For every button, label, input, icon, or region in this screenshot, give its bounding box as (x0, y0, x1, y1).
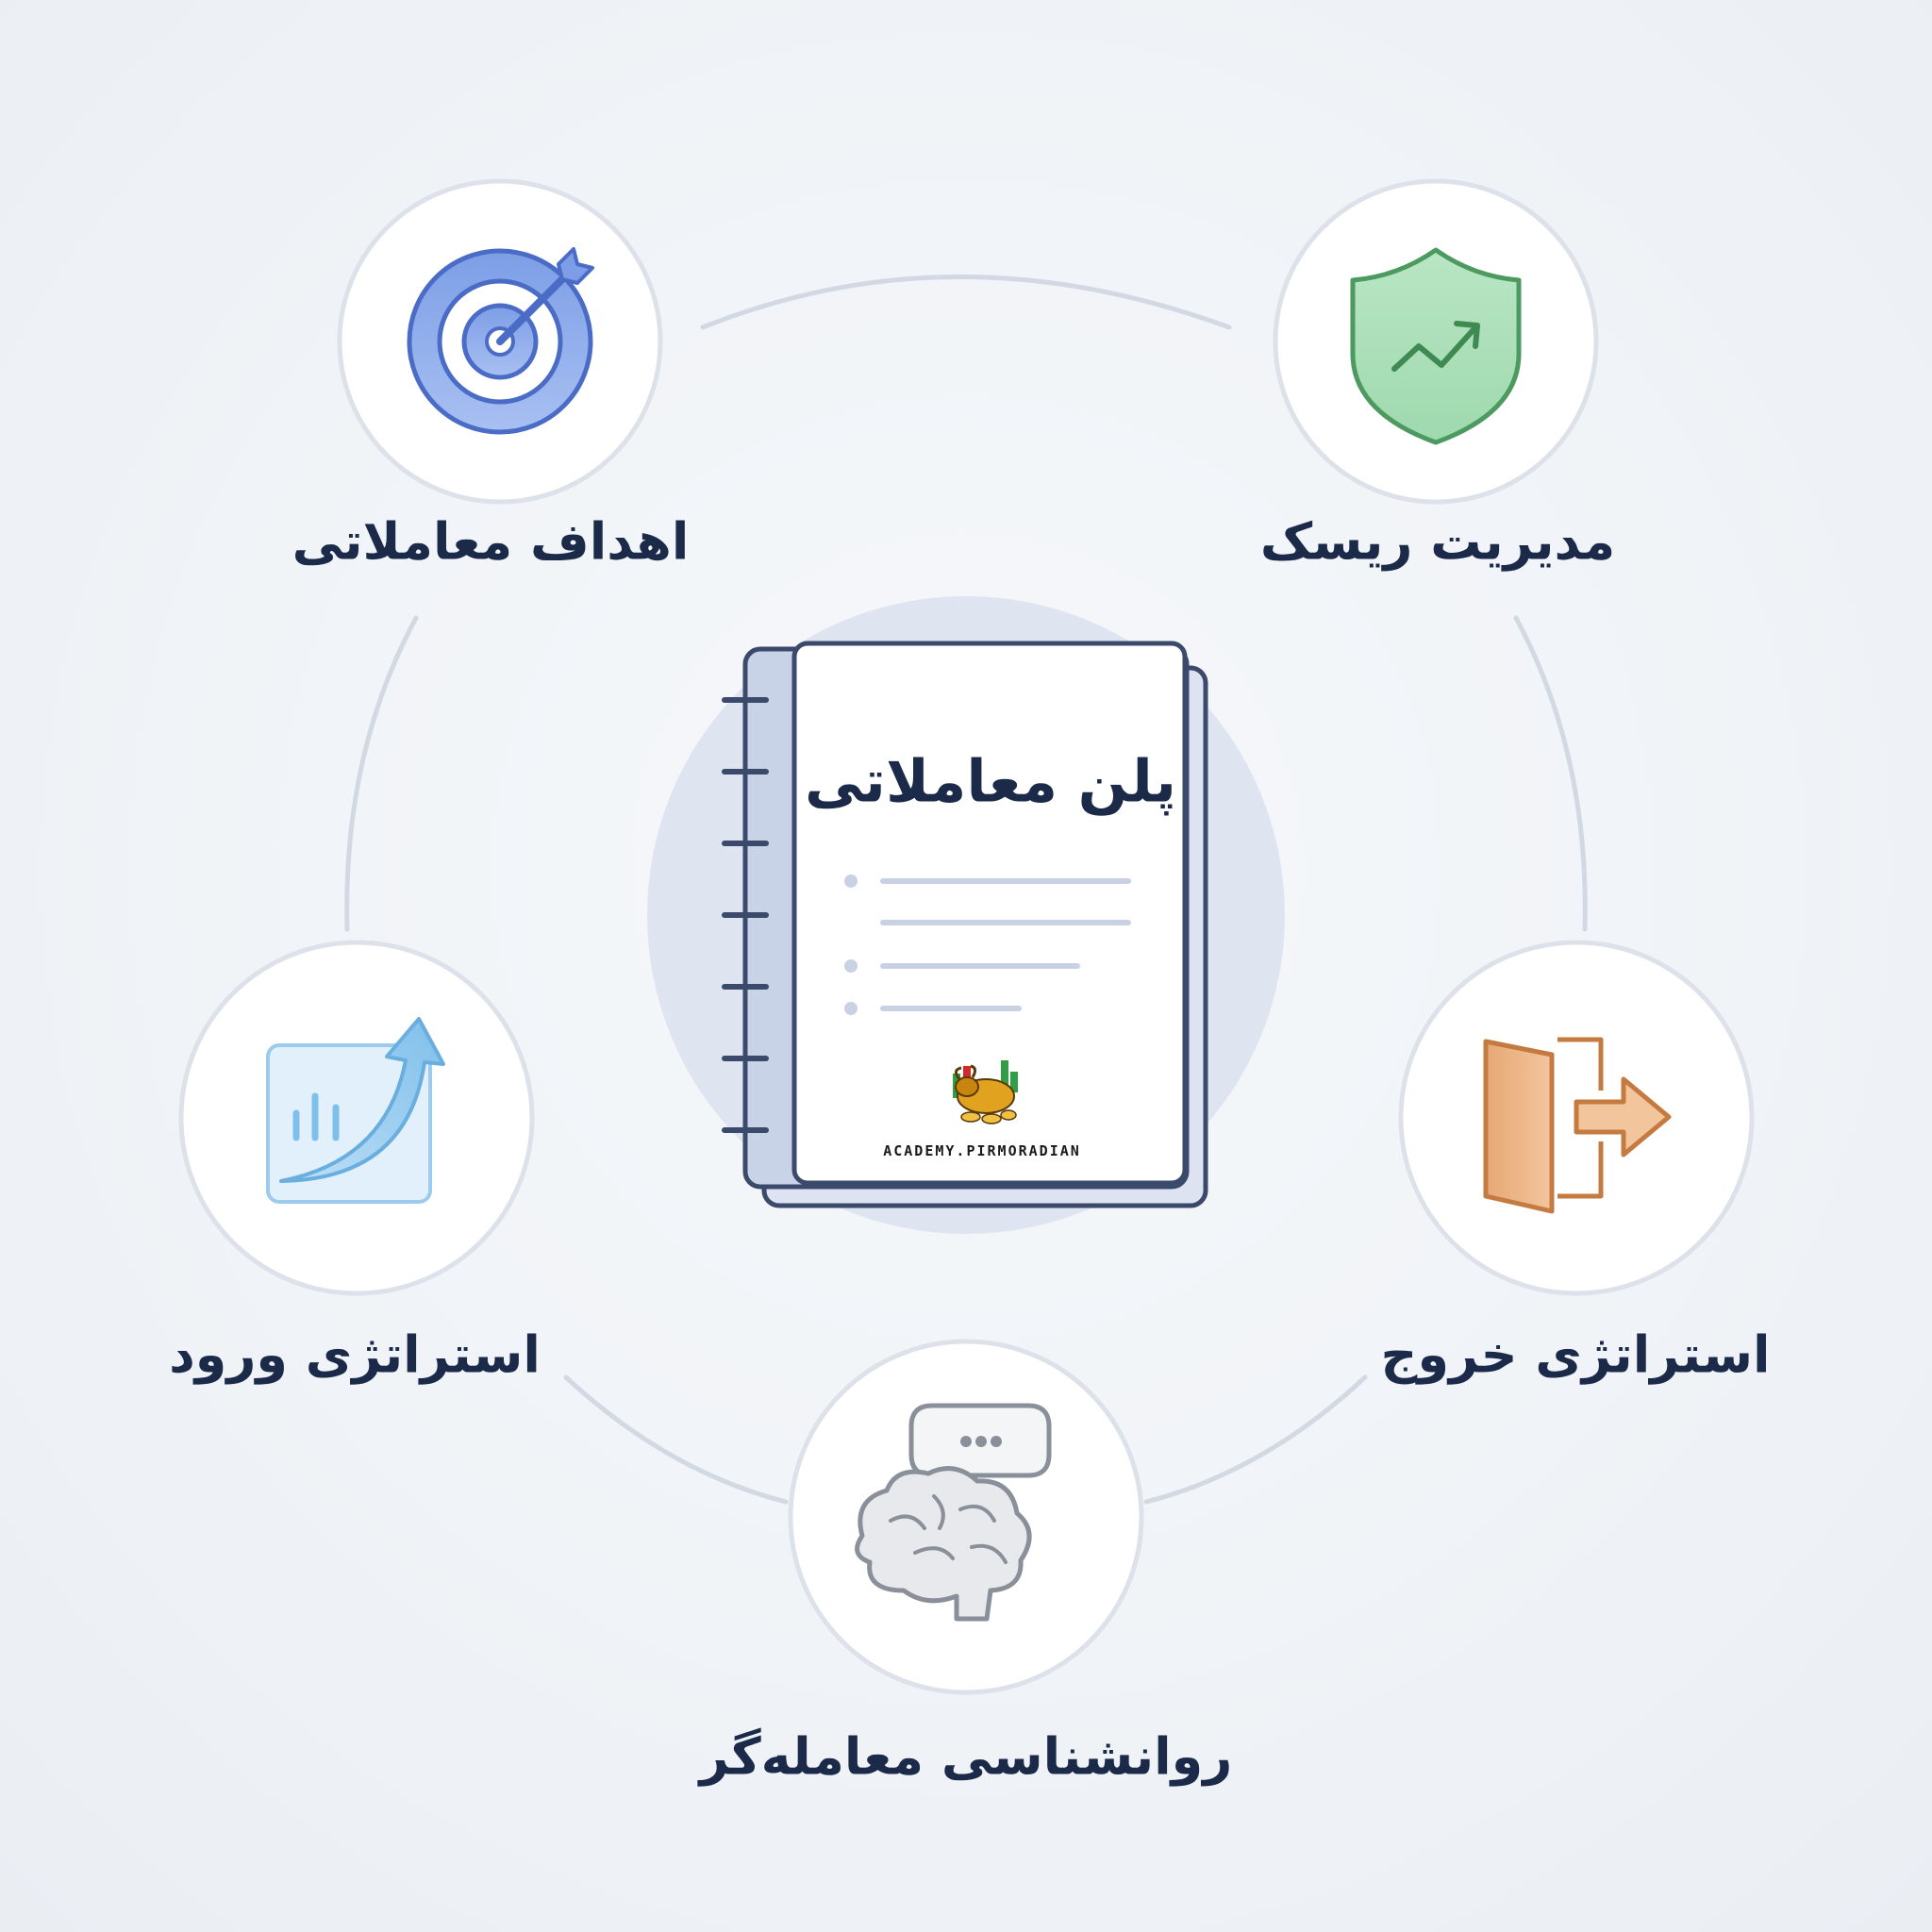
connector-risk-exit (1513, 615, 1588, 932)
connector-entry-goals (344, 615, 419, 932)
notebook-text-lines (844, 874, 1131, 1015)
connector-exit-psychology (1143, 1374, 1368, 1505)
trader-psychology-label: روانشناسی معامله‌گر (699, 1726, 1233, 1787)
exit-door-icon (1483, 1037, 1672, 1214)
connector-goals-risk (700, 275, 1232, 330)
connector-arcs (344, 275, 1588, 1505)
risk-management-label: مدیریت ریسک (1259, 511, 1616, 572)
notebook-title: پلن معاملاتی (804, 746, 1177, 816)
target-icon (407, 247, 594, 435)
growth-chart-icon (266, 1017, 445, 1204)
exit-strategy-label: استراتژی خروج (1380, 1324, 1771, 1385)
bull-logo-icon (953, 1060, 1018, 1124)
trading-goals-label: اهداف معاملاتی (291, 511, 690, 572)
connector-psychology-entry (563, 1374, 789, 1505)
notebook-icon (722, 641, 1208, 1208)
entry-strategy-label: استراتژی ورود (169, 1324, 541, 1385)
brain-chat-icon (855, 1403, 1052, 1622)
spiral-binding (722, 697, 769, 1133)
shield-chart-icon (1350, 247, 1522, 445)
brand-text: ACADEMY.PIRMORADIAN (883, 1142, 1081, 1159)
